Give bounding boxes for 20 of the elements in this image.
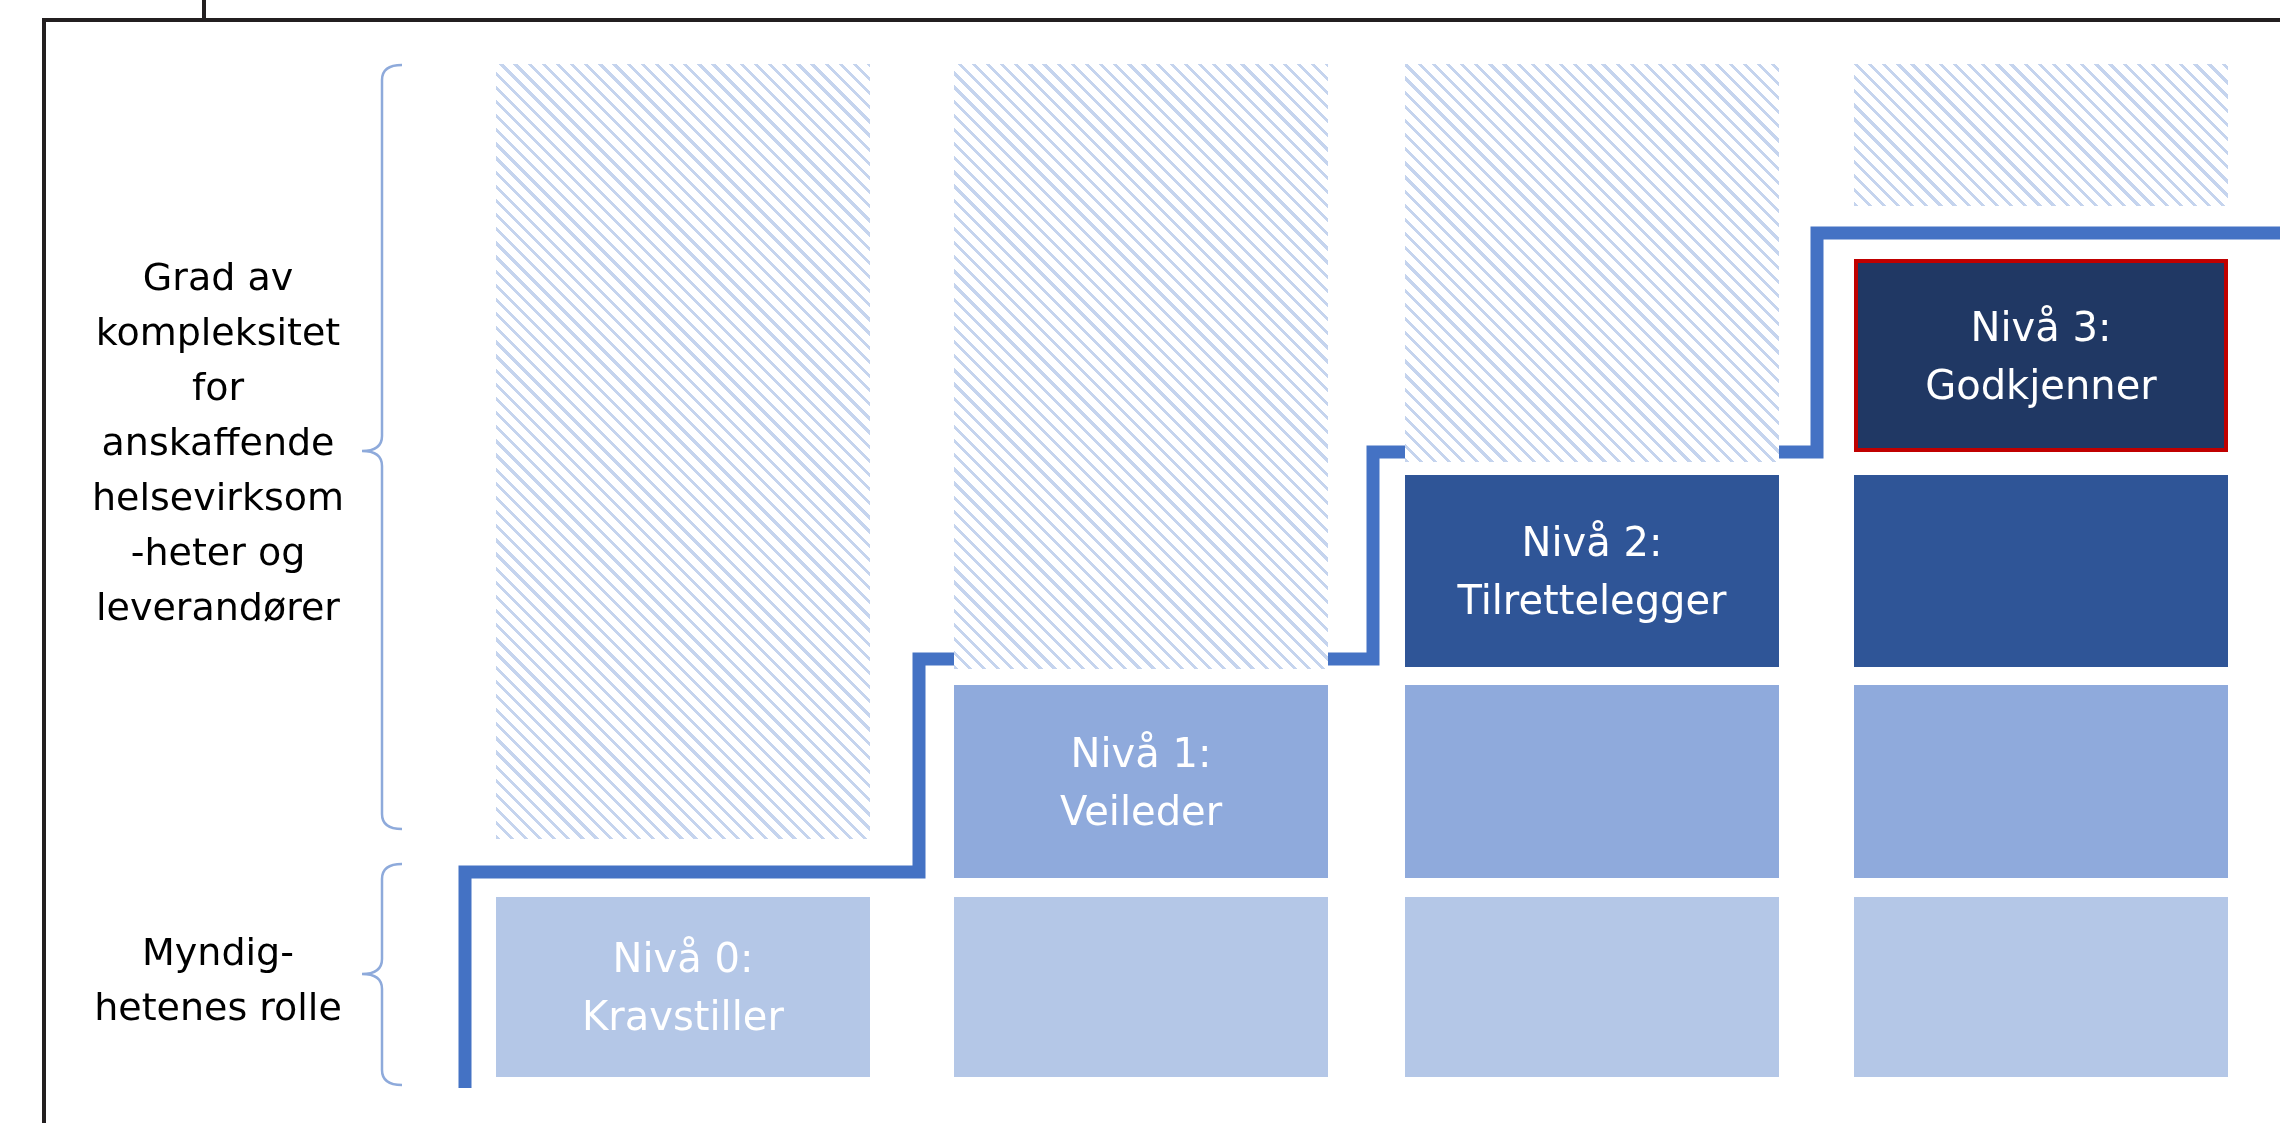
- hatched-area: [496, 64, 870, 839]
- level-block: [1405, 897, 1779, 1077]
- level-block: [1854, 897, 2228, 1077]
- level-block: [1405, 475, 1779, 667]
- level-label: Nivå 1: Veileder: [1058, 728, 1224, 836]
- level-block: [496, 897, 870, 1077]
- level-label: Nivå 2: Tilrettelegger: [1456, 518, 1728, 625]
- hatched-area: [954, 64, 1328, 669]
- hatched-area: [1854, 64, 2228, 206]
- level-block: [954, 897, 1328, 1077]
- level-label: Nivå 3: Godkjenner: [1924, 302, 2158, 410]
- axis-label: Grad av kompleksitet for anskaffende helsevirksom -heter og leverandører: [91, 254, 345, 631]
- axis-label: Myndig- hetenes rolle: [93, 929, 343, 1031]
- level-block: [1854, 259, 2228, 452]
- level-block: [1854, 685, 2228, 878]
- level-label: Nivå 0: Kravstiller: [581, 934, 785, 1041]
- level-block: [1854, 475, 2228, 667]
- level-block: [954, 685, 1328, 878]
- level-block: [1405, 685, 1779, 878]
- hatched-area: [1405, 64, 1779, 462]
